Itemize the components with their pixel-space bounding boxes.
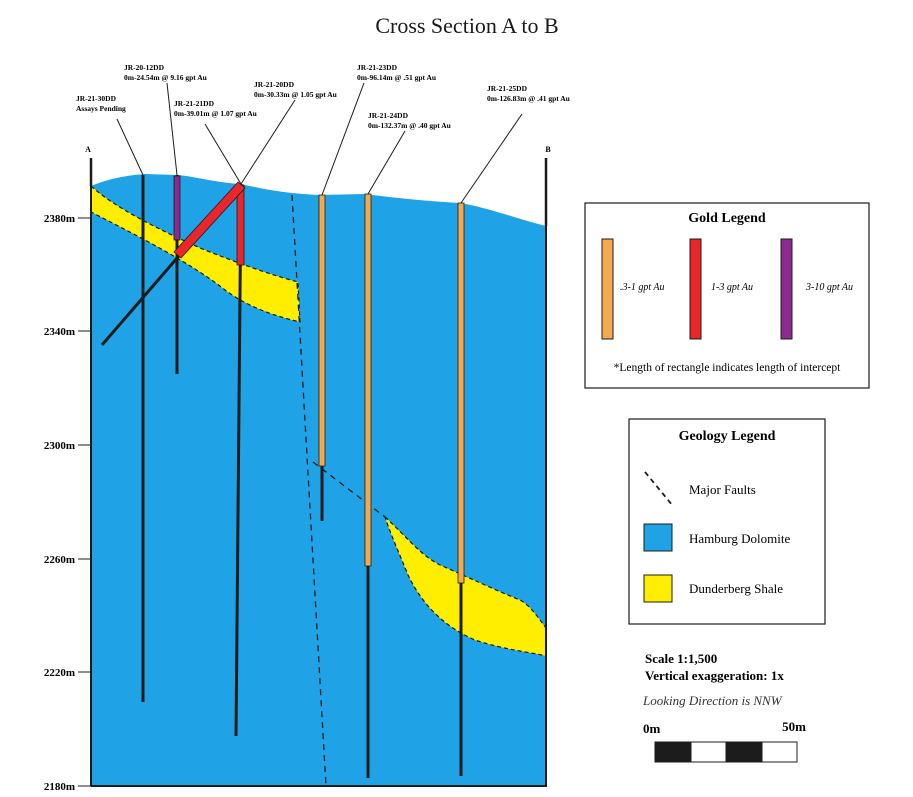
drillhole-label-detail: 0m-96.14m @ .51 gpt Au xyxy=(357,73,436,82)
gold-legend-swatch xyxy=(780,238,793,340)
gold-legend-swatch xyxy=(689,238,702,340)
intercept-jr-20-12dd xyxy=(173,175,181,241)
drillhole-label-name: JR-21-21DD xyxy=(174,99,215,108)
drillhole-label-name: JR-21-25DD xyxy=(487,84,528,93)
drillhole-label-detail: 0m-126.83m @ .41 gpt Au xyxy=(487,94,570,103)
scale-bar xyxy=(654,741,798,763)
drillhole-trace-jr-21-21dd xyxy=(234,183,243,737)
drillhole-label-detail: 0m-132.37m @ .40 gpt Au xyxy=(368,121,451,130)
endpoint-b-label: B xyxy=(545,145,551,154)
elevation-tick-label: 2260m xyxy=(44,554,75,566)
intercept-jr-21-25dd xyxy=(457,202,465,584)
label-leaders xyxy=(116,82,523,204)
geology-legend-label: Dunderberg Shale xyxy=(689,581,783,596)
geology-legend-swatch xyxy=(643,523,673,552)
drillhole-labels: JR-21-30DD Assays Pending JR-20-12DD 0m-… xyxy=(76,63,570,130)
drillhole-label-detail: 0m-24.54m @ 9.16 gpt Au xyxy=(124,73,207,82)
intercept-jr-21-24dd xyxy=(364,193,372,567)
elevation-tick-label: 2180m xyxy=(44,781,75,793)
elevation-tick-label: 2380m xyxy=(44,213,75,225)
geology-legend-label: Major Faults xyxy=(689,482,756,497)
gold-legend-title: Gold Legend xyxy=(688,211,766,226)
elevation-tick-label: 2340m xyxy=(44,326,75,338)
geology-legend-swatch xyxy=(643,574,673,603)
scale-ratio: Scale 1:1,500 xyxy=(645,651,717,666)
drillhole-label-name: JR-21-30DD xyxy=(76,94,117,103)
elevation-tick-label: 2300m xyxy=(44,440,75,452)
intercept-jr-21-20dd xyxy=(173,181,246,259)
drillhole-label-name: JR-21-24DD xyxy=(368,111,409,120)
elevation-tick-label: 2220m xyxy=(44,667,75,679)
scale-bar-start-label: 0m xyxy=(643,721,661,736)
gold-legend-label: 1-3 gpt Au xyxy=(711,282,753,293)
vertical-exaggeration: Vertical exaggeration: 1x xyxy=(645,668,784,683)
elevation-axis: 2380m 2340m 2300m 2260m 2220m 2180m xyxy=(44,213,91,793)
scale-bar-end-label: 50m xyxy=(782,719,806,734)
gold-legend: Gold Legend .3-1 gpt Au 1-3 gpt Au 3-10 … xyxy=(584,202,870,389)
looking-direction: Looking Direction is NNW xyxy=(642,693,783,708)
gold-legend-swatch xyxy=(601,238,614,340)
dunderberg-shale-lens-upper xyxy=(90,184,301,323)
drillhole-label-detail: Assays Pending xyxy=(76,104,126,113)
fault-symbol-icon xyxy=(644,471,674,507)
gold-legend-note: *Length of rectangle indicates length of… xyxy=(614,362,842,374)
scale-block: Scale 1:1,500 Vertical exaggeration: 1x … xyxy=(642,651,806,763)
drillhole-label-name: JR-20-12DD xyxy=(124,63,165,72)
drillhole-label-detail: 0m-30.33m @ 1.05 gpt Au xyxy=(254,90,337,99)
hamburg-dolomite-body xyxy=(91,174,546,786)
major-fault-line-shallow xyxy=(312,461,386,518)
section-outline xyxy=(90,186,547,787)
drillhole-label-name: JR-21-20DD xyxy=(254,80,295,89)
drillhole-label-name: JR-21-23DD xyxy=(357,63,398,72)
intercept-jr-21-23dd xyxy=(318,194,326,467)
gold-legend-label: 3-10 gpt Au xyxy=(805,282,853,293)
geology-legend-label: Hamburg Dolomite xyxy=(689,531,790,546)
geology-legend: Geology Legend Major Faults Hamburg Dolo… xyxy=(628,418,826,625)
gold-legend-label: .3-1 gpt Au xyxy=(620,282,665,293)
intercept-jr-21-21dd xyxy=(236,184,245,266)
drillhole-label-detail: 0m-39.01m @ 1.07 gpt Au xyxy=(174,109,257,118)
figure-title: Cross Section A to B xyxy=(375,13,558,38)
endpoint-a-label: A xyxy=(85,145,91,154)
geology-legend-title: Geology Legend xyxy=(679,429,776,444)
